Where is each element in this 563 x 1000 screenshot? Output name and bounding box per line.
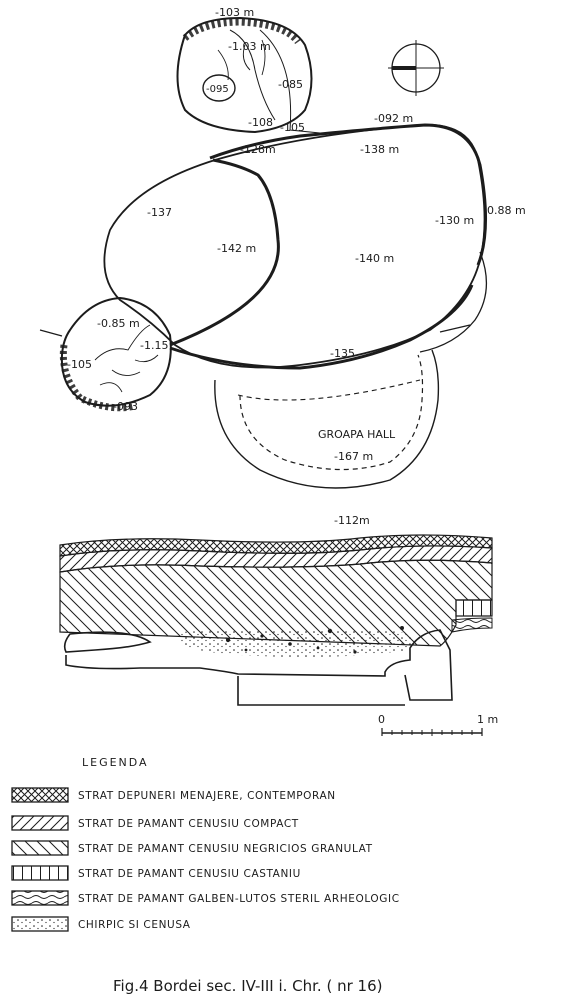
depth-label: -167 m: [334, 450, 373, 463]
depth-label: -130 m: [435, 214, 474, 227]
main-pit-labels: -092 m -128m -138 m -137 -142 m -140 m -…: [147, 112, 526, 360]
depth-label: -138 m: [360, 143, 399, 156]
section-profile: [59, 534, 493, 706]
legend-swatch-cross-hatch: [11, 787, 69, 803]
figure-caption: Fig.4 Bordei sec. IV-III i. Chr. ( nr 16…: [113, 977, 382, 995]
legend-item: STRAT DEPUNERI MENAJERE, CONTEMPORAN: [11, 787, 336, 803]
depth-label: -1.15: [140, 339, 168, 352]
scale-zero: 0: [378, 713, 385, 726]
hall-pit-name: GROAPA HALL: [318, 428, 396, 441]
depth-label: -0.88 m: [483, 204, 526, 217]
depth-label: -140 m: [355, 252, 394, 265]
depth-label: -092 m: [374, 112, 413, 125]
depth-label: -085: [278, 78, 303, 91]
left-pit: [39, 296, 172, 412]
depth-label: -105: [67, 358, 92, 371]
depth-label: -137: [147, 206, 172, 219]
north-arrow-icon: [388, 40, 444, 96]
legend-item: CHIRPIC SI CENUSA: [11, 916, 191, 932]
legend-label: CHIRPIC SI CENUSA: [78, 919, 191, 931]
scale-bar: 0 1 m: [378, 713, 498, 736]
plan-view: -103 m -1.03 m -095 -085 -108 -105 -092 …: [39, 6, 526, 527]
scale-end: 1 m: [477, 713, 498, 726]
legend-label: STRAT DE PAMANT CENUSIU NEGRICIOS GRANUL…: [78, 843, 373, 855]
depth-label: -112m: [334, 514, 370, 527]
legend-swatch-forward-hatch: [11, 815, 69, 831]
legend-title: LEGENDA: [82, 756, 149, 769]
legend: LEGENDA STRAT DEPUNERI MENAJERE, CONTEMP…: [11, 756, 400, 932]
legend-swatch-wavy: [11, 890, 69, 906]
depth-label: -095: [206, 84, 229, 95]
depth-label: -128m: [240, 143, 276, 156]
legend-item: STRAT DE PAMANT GALBEN-LUTOS STERIL ARHE…: [11, 890, 400, 906]
depth-label: -105: [280, 121, 305, 134]
legend-item: STRAT DE PAMANT CENUSIU COMPACT: [11, 815, 299, 831]
depth-label: -135: [330, 347, 355, 360]
legend-swatch-back-hatch: [11, 840, 69, 856]
hall-pit: [214, 324, 471, 489]
legend-label: STRAT DE PAMANT GALBEN-LUTOS STERIL ARHE…: [78, 893, 400, 905]
depth-label: -093: [113, 400, 138, 413]
depth-label: -108: [248, 116, 273, 129]
depth-label: -103 m: [215, 6, 254, 19]
left-pit-labels: -0.85 m -1.15 -105 -093: [67, 317, 168, 413]
legend-swatch-dots: [11, 916, 69, 932]
main-pit: [103, 123, 488, 370]
top-pit-labels: -103 m -1.03 m -095 -085 -108 -105: [206, 6, 305, 134]
legend-label: STRAT DE PAMANT CENUSIU COMPACT: [78, 818, 299, 830]
depth-label: -0.85 m: [97, 317, 140, 330]
legend-label: STRAT DE PAMANT CENUSIU CASTANIU: [78, 868, 301, 880]
hall-pit-labels: GROAPA HALL -167 m -112m: [318, 428, 396, 527]
depth-label: -142 m: [217, 242, 256, 255]
legend-item: STRAT DE PAMANT CENUSIU CASTANIU: [11, 865, 301, 881]
legend-item: STRAT DE PAMANT CENUSIU NEGRICIOS GRANUL…: [11, 840, 373, 856]
legend-swatch-vertical: [11, 865, 69, 881]
legend-label: STRAT DEPUNERI MENAJERE, CONTEMPORAN: [78, 790, 336, 802]
top-pit: [176, 16, 321, 134]
depth-label: -1.03 m: [228, 40, 271, 53]
